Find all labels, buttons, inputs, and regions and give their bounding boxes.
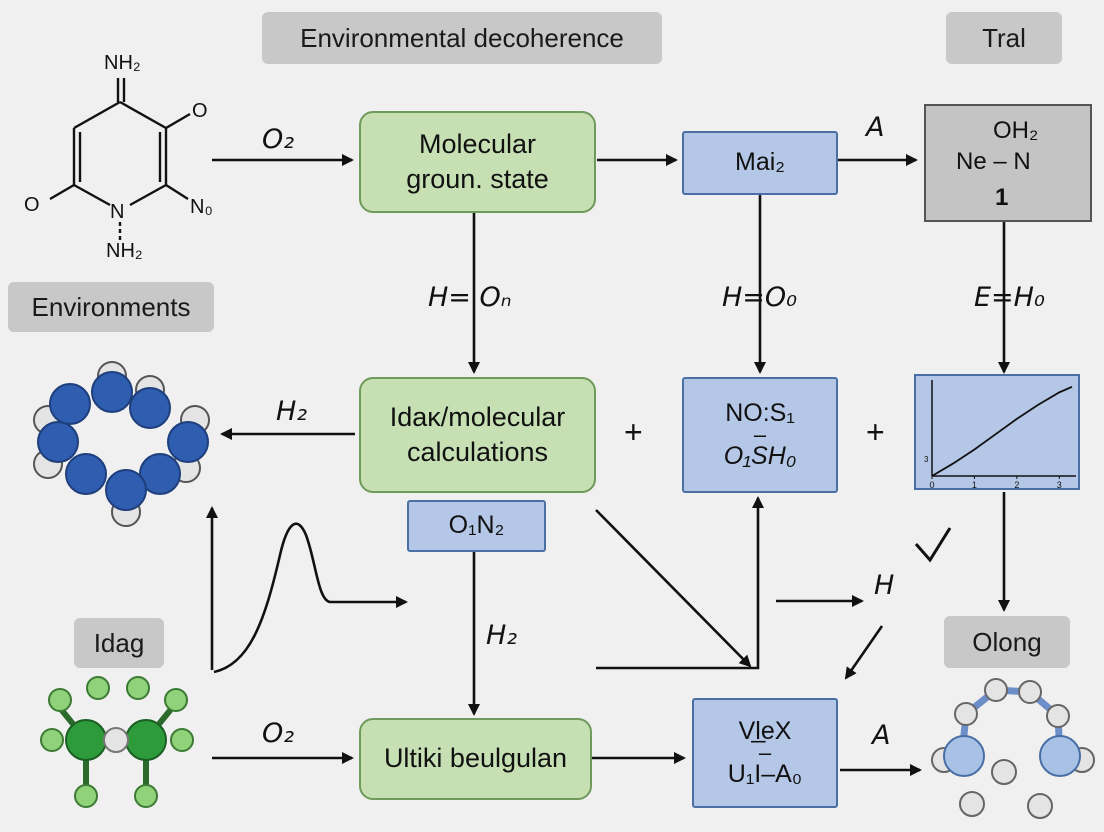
label-h2-mid: H₂ [486, 620, 518, 651]
chart-x-tick-label-1: 1 [972, 480, 977, 490]
label-e-ho: E=H₀ [974, 282, 1045, 313]
tag-olong: Olong [944, 616, 1070, 668]
box-nos: NO:S₁ – O₁SH₀ [682, 377, 838, 493]
tag-tral: Tral [946, 12, 1062, 64]
chart-y-tick-label-0: 3 [924, 455, 929, 464]
calculations-line1: Idaκ/molecular [389, 401, 566, 432]
label-o2-bottom: O₂ [262, 718, 295, 749]
tral-line2: Ne – N [956, 148, 1031, 175]
label-h-on: H= Oₙ [428, 282, 512, 313]
arrow-h-to-vlex [844, 625, 884, 680]
o1n2-label: O₁N₂ [448, 511, 505, 540]
olong-molecule [931, 678, 1095, 819]
label-a-bottom: A [872, 720, 891, 751]
chart-x-tick-label-3: 3 [1057, 480, 1062, 490]
chart-x-tick-label-0: 0 [929, 480, 934, 490]
atom-n-ring: N [110, 201, 125, 223]
arrow-calc-diagonal [595, 509, 752, 668]
tag-environmental-decoherence: Environmental decoherence [262, 12, 662, 64]
ring-molecule-blue [33, 361, 210, 527]
label-h2-left: H₂ [276, 396, 308, 427]
checkmark-icon [914, 527, 952, 563]
ground-state-line2: groun. state [406, 164, 549, 194]
label-a-top: A [866, 112, 885, 143]
label-h-oo: H=O₀ [722, 282, 798, 313]
vlex-line1: Vl̲eX [738, 716, 792, 745]
nos-line1: NO:S₁ [725, 398, 795, 427]
chart-x-tick-label-2: 2 [1014, 480, 1019, 490]
atom-o-right: O [192, 100, 208, 122]
tral-line1: OH₂ [993, 117, 1039, 144]
vlex-line2: U₁I–A₀ [727, 760, 803, 788]
box-o1n2: O₁N₂ [407, 500, 546, 552]
mai-label: Mai₂ [735, 148, 785, 177]
chart-series-line [931, 385, 1073, 477]
box-molecular-calculations: Idaκ/molecular calculations [359, 377, 596, 493]
box-ultiki-beulgulan: Ultiki beulgulan [359, 718, 592, 800]
vlex-divider: – [758, 740, 772, 765]
peak-curve [213, 522, 408, 674]
atom-n0: N₀ [190, 196, 213, 218]
line-chart: 0 1 2 3 3 [914, 374, 1080, 490]
tag-environments: Environments [8, 282, 214, 332]
atom-nh2-top: NH₂ [104, 52, 141, 74]
plus-sign-right: + [866, 414, 885, 450]
pyridine-molecule [49, 78, 191, 240]
tral-panel [924, 104, 1092, 222]
idag-molecule [40, 676, 194, 808]
ground-state-line1: Molecular [418, 128, 537, 159]
atom-o-left: O [24, 194, 40, 216]
tag-idag: Idag [74, 618, 164, 668]
nos-line2: O₁SH₀ [723, 442, 797, 470]
tral-line3: 1 [995, 184, 1009, 211]
box-vlex: Vl̲eX – U₁I–A₀ [692, 698, 838, 808]
arrow-up-to-nos [596, 496, 764, 670]
box-molecular-ground-state: Molecular groun. state [359, 111, 596, 213]
bottom-green-label: Ultiki beulgulan [383, 743, 568, 774]
box-mai2: Mai₂ [682, 131, 838, 195]
label-o2-top: O₂ [262, 124, 295, 155]
label-h-right: H [874, 570, 895, 601]
plus-sign-left: + [624, 414, 643, 450]
calculations-line2: calculations [406, 437, 549, 467]
nos-divider: – [753, 422, 767, 447]
atom-nh2-bottom: NH₂ [106, 240, 143, 262]
